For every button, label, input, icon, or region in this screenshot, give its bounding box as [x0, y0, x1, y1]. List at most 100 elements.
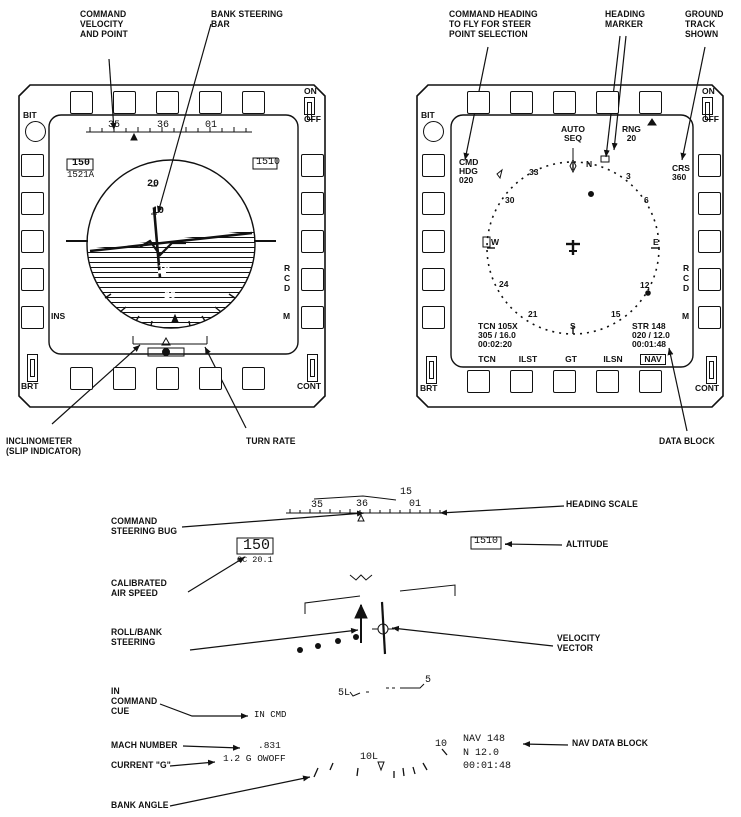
right-top-button-4[interactable] — [596, 91, 619, 114]
left-brt-rocker[interactable] — [27, 354, 38, 382]
compass-30: 30 — [505, 195, 515, 205]
left-top-button-3[interactable] — [156, 91, 179, 114]
compass-24: 24 — [499, 279, 509, 289]
right-r-button-1[interactable] — [698, 154, 721, 177]
right-top-button-3[interactable] — [553, 91, 576, 114]
right-l-button-3[interactable] — [422, 230, 445, 253]
bottom-label-ilst[interactable]: ILST — [518, 354, 538, 364]
right-power-switch[interactable] — [702, 97, 713, 120]
right-top-button-5[interactable] — [639, 91, 662, 114]
left-r-button-1[interactable] — [301, 154, 324, 177]
left-l-button-1[interactable] — [21, 154, 44, 177]
callout-nav-data-block: NAV DATA BLOCK — [572, 738, 648, 749]
left-cont-rocker[interactable] — [307, 354, 318, 382]
hud-in-cmd: IN CMD — [254, 710, 287, 720]
right-cont-rocker[interactable] — [706, 356, 717, 384]
left-bottom-button-1[interactable] — [70, 367, 93, 390]
callout-bank-steering-bar: BANK STEERING BAR — [211, 9, 283, 30]
bottom-label-nav[interactable]: NAV — [640, 354, 666, 365]
left-bit-label: BIT — [23, 110, 37, 120]
compass-3: 3 — [626, 171, 631, 181]
left-cont-label: CONT — [297, 381, 322, 391]
right-l-button-5[interactable] — [422, 306, 445, 329]
left-bottom-button-3[interactable] — [156, 367, 179, 390]
left-l-button-4[interactable] — [21, 268, 44, 291]
right-r-button-4[interactable] — [698, 268, 721, 291]
compass-33: 33 — [529, 167, 539, 177]
callout-bank-angle: BANK ANGLE — [111, 800, 169, 811]
left-top-button-5[interactable] — [242, 91, 265, 114]
right-bottom-button-2[interactable] — [510, 370, 533, 393]
left-screen — [48, 114, 299, 355]
left-top-button-4[interactable] — [199, 91, 222, 114]
left-top-button-1[interactable] — [70, 91, 93, 114]
compass-s: S — [570, 321, 576, 331]
right-on-label: ON — [702, 86, 715, 96]
right-bottom-button-4[interactable] — [596, 370, 619, 393]
left-l-button-2[interactable] — [21, 192, 44, 215]
right-top-button-1[interactable] — [467, 91, 490, 114]
hud-heading-36: 36 — [356, 499, 369, 510]
left-heading-36: 36 — [157, 120, 170, 131]
right-screen — [450, 114, 694, 368]
hud-g-line: 1.2 G OWOFF — [223, 753, 286, 764]
right-top-button-2[interactable] — [510, 91, 533, 114]
hud-airspeed: 150 — [243, 537, 271, 554]
right-bottom-button-5[interactable] — [639, 370, 662, 393]
left-brt-label: BRT — [21, 381, 39, 391]
hud-altitude: 1510 — [474, 536, 499, 547]
right-cont-label: CONT — [695, 383, 720, 393]
right-bezel — [416, 84, 724, 408]
left-r-button-2[interactable] — [301, 192, 324, 215]
callout-heading-marker: HEADING MARKER — [605, 9, 646, 30]
callout-current-g: CURRENT "G" — [111, 760, 171, 771]
right-l-button-2[interactable] — [422, 192, 445, 215]
right-brt-rocker[interactable] — [426, 356, 437, 384]
left-bottom-button-5[interactable] — [242, 367, 265, 390]
right-bottom-button-3[interactable] — [553, 370, 576, 393]
callout-in-command-cue: IN COMMAND CUE — [111, 686, 158, 717]
left-pitch-10-down: 10 — [158, 264, 171, 275]
bottom-label-gt[interactable]: GT — [565, 354, 577, 364]
right-bottom-button-1[interactable] — [467, 370, 490, 393]
callout-turn-rate: TURN RATE — [246, 436, 296, 447]
left-top-button-2[interactable] — [113, 91, 136, 114]
right-l-button-4[interactable] — [422, 268, 445, 291]
right-r-button-2[interactable] — [698, 192, 721, 215]
hud-pitch-5-right: 5 — [425, 675, 432, 686]
compass-6: 6 — [644, 195, 649, 205]
left-r-button-4[interactable] — [301, 268, 324, 291]
tcn-data-block: TCN 105X 305 / 16.0 00:02:20 — [478, 321, 518, 349]
compass-e: E — [653, 237, 659, 247]
bottom-label-tcn[interactable]: TCN — [478, 354, 496, 364]
left-pitch-10-up: 10 — [152, 206, 165, 217]
right-r-button-3[interactable] — [698, 230, 721, 253]
right-r-button-5[interactable] — [698, 306, 721, 329]
callout-command-steering-bug: COMMAND STEERING BUG — [111, 516, 178, 537]
left-power-switch[interactable] — [304, 97, 315, 120]
left-l-button-5[interactable] — [21, 306, 44, 329]
left-r-button-3[interactable] — [301, 230, 324, 253]
left-bottom-button-4[interactable] — [199, 367, 222, 390]
auto-seq-label: AUTO SEQ — [561, 124, 585, 143]
left-l-button-3[interactable] — [21, 230, 44, 253]
callout-data-block: DATA BLOCK — [659, 436, 715, 447]
callout-ground-track: GROUND TRACK SHOWN — [685, 9, 724, 40]
left-airspeed: 150 — [72, 158, 91, 169]
left-bit-knob[interactable] — [25, 121, 46, 142]
left-ins-label: INS — [51, 311, 66, 321]
compass-w: W — [491, 237, 500, 247]
hud-pitch-10-left: 10L — [360, 752, 379, 763]
left-bottom-button-2[interactable] — [113, 367, 136, 390]
str-data-block: STR 148 020 / 12.0 00:01:48 — [632, 321, 670, 349]
left-r-button-5[interactable] — [301, 306, 324, 329]
left-rcd-label: R C D — [284, 263, 291, 293]
right-l-button-1[interactable] — [422, 154, 445, 177]
right-bit-knob[interactable] — [423, 121, 444, 142]
hud-heading-35: 35 — [311, 500, 324, 511]
left-on-label: ON — [304, 86, 317, 96]
bottom-label-ilsn[interactable]: ILSN — [603, 354, 623, 364]
hud-mach: .831 — [258, 740, 281, 751]
hud-heading-01: 01 — [409, 499, 422, 510]
